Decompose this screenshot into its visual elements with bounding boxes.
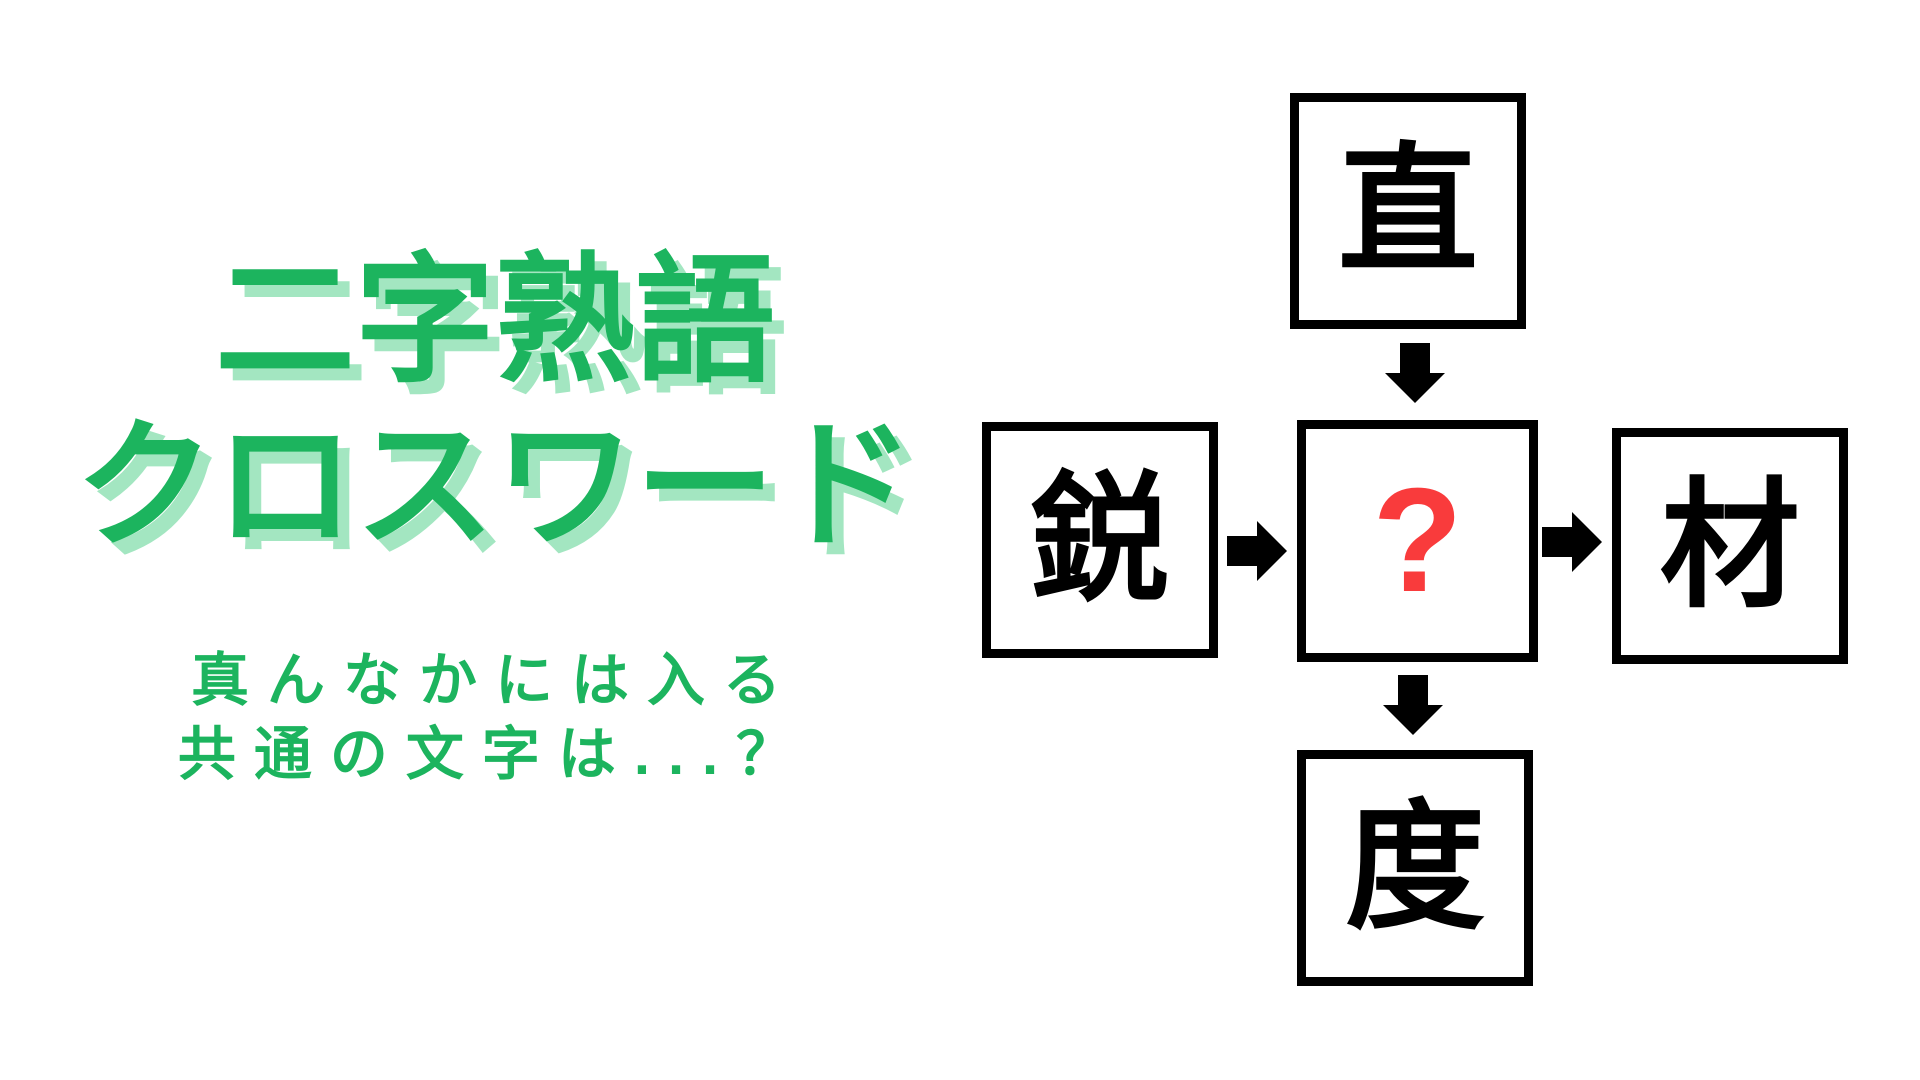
subtitle-line-1: 真んなかには入る [190, 648, 799, 713]
puzzle-question-mark: ? [1372, 458, 1463, 623]
puzzle-char-bottom: 度 [1344, 789, 1485, 946]
arrow-right-icon [1227, 521, 1287, 581]
puzzle-cell-left: 鋭 [982, 422, 1218, 658]
title-line-2: クロスワード [74, 407, 915, 565]
arrow-down-icon [1383, 675, 1443, 735]
arrow-down-icon [1385, 343, 1445, 403]
puzzle-cell-top: 直 [1290, 93, 1526, 329]
page-title: 二字熟語 クロスワード [0, 238, 990, 568]
puzzle-cell-center: ? [1297, 420, 1538, 662]
page-subtitle: 真んなかには入る 共通の文字は...？ [0, 644, 990, 792]
title-line-1: 二字熟語 [214, 242, 775, 399]
puzzle-char-top: 直 [1337, 132, 1478, 289]
puzzle-cell-right: 材 [1612, 428, 1848, 664]
arrow-right-icon [1542, 512, 1602, 572]
puzzle-cell-bottom: 度 [1297, 750, 1533, 986]
subtitle-line-2: 共通の文字は...？ [177, 722, 813, 788]
puzzle-char-right: 材 [1659, 467, 1800, 624]
puzzle-char-left: 鋭 [1029, 461, 1170, 618]
